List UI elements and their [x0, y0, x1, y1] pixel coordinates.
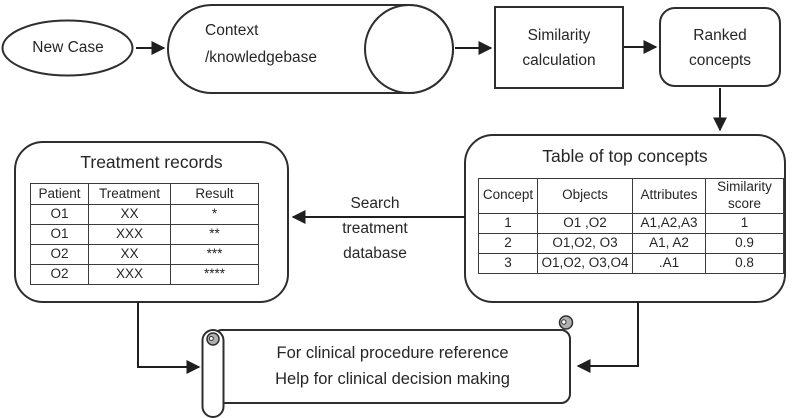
table-cell: XX: [88, 204, 171, 225]
table-cell: .A1: [632, 252, 706, 274]
knowledgebase-label: Context /knowledgebase: [205, 17, 317, 71]
table-cell: **: [170, 224, 259, 245]
table-header-cell: Similarity score: [705, 178, 784, 214]
table-cell: 0.8: [705, 252, 784, 274]
scroll-text: For clinical procedure reference Help fo…: [225, 340, 560, 392]
ranked-label-line2: concepts: [688, 52, 752, 69]
similarity-label-line2: calculation: [522, 52, 596, 69]
table-cell: O1,O2, O3: [537, 232, 633, 254]
similarity-calculation-label: Similarity calculation: [495, 23, 623, 73]
top-concepts-title: Table of top concepts: [542, 146, 708, 166]
table-header-cell: Result: [170, 183, 259, 205]
scroll-left-roll: [201, 329, 225, 418]
search-label-line2: treatment: [342, 220, 408, 237]
table-cell: O1 ,O2: [537, 212, 633, 234]
table-cell: 2: [478, 232, 538, 254]
new-case-label: New Case: [32, 39, 104, 56]
similarity-calculation-box: [494, 6, 624, 89]
search-label-line3: database: [343, 245, 407, 262]
table-cell: A1, A2: [632, 232, 706, 254]
table-cell: ***: [170, 244, 259, 265]
table-cell: O1,O2, O3,O4: [537, 252, 633, 274]
table-cell: XX: [88, 244, 171, 265]
table-cell: O1: [30, 204, 89, 225]
search-label-line1: Search: [350, 195, 400, 212]
table-cell: 1: [478, 212, 538, 234]
knowledgebase-label-line1: Context: [205, 22, 259, 39]
ranked-concepts-box: [659, 7, 781, 87]
table-cell: 3: [478, 252, 538, 274]
table-header-cell: Concept: [478, 178, 538, 214]
table-cell: O2: [30, 264, 89, 285]
table-cell: XXX: [88, 224, 171, 245]
table-cell: 1: [705, 212, 784, 234]
new-case-ellipse: [1, 19, 134, 77]
scroll-text-line2: Help for clinical decision making: [275, 370, 510, 388]
table-cell: O1: [30, 224, 89, 245]
table-header-cell: Objects: [537, 178, 633, 214]
table-cell: O2: [30, 244, 89, 265]
ranked-concepts-label: Ranked concepts: [660, 23, 780, 73]
scroll-right-curl-spiral: [561, 319, 567, 325]
search-treatment-edge-label: Search treatment database: [295, 191, 455, 266]
table-cell: *: [170, 204, 259, 225]
table-cell: ****: [170, 264, 259, 285]
table-cell: XXX: [88, 264, 171, 285]
table-header-cell: Patient: [30, 183, 89, 205]
table-cell: A1,A2,A3: [632, 212, 706, 234]
table-header-cell: Treatment: [88, 183, 171, 205]
ranked-label-line1: Ranked: [693, 27, 747, 44]
knowledgebase-label-line2: /knowledgebase: [205, 49, 318, 66]
knowledgebase-cylinder-face: [364, 4, 454, 94]
similarity-label-line1: Similarity: [527, 27, 591, 44]
arrow-treatment-to-scroll: [137, 302, 201, 374]
table-header-cell: Attributes: [632, 178, 706, 214]
scroll-text-line1: For clinical procedure reference: [276, 344, 509, 362]
treatment-records-title: Treatment records: [80, 152, 223, 172]
scroll-left-curl-spiral: [208, 336, 214, 341]
table-cell: 0.9: [705, 232, 784, 254]
arrow-topconcepts-to-scroll: [576, 302, 639, 373]
